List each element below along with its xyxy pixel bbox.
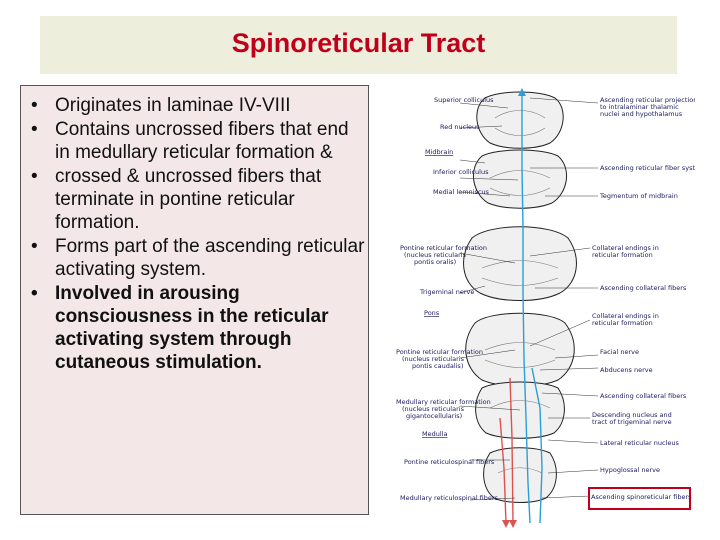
label-arp-2: to intralaminar thalamic bbox=[600, 103, 679, 111]
bullet-text: crossed & uncrossed fibers that terminat… bbox=[55, 166, 322, 233]
bullet-dot: • bbox=[31, 119, 38, 140]
label-medullary-rf-b: (nucleus reticularis bbox=[402, 405, 465, 413]
label-collateral-1: Collateral endings in bbox=[592, 244, 659, 252]
label-pontine-rf-2: Pontine reticular formation bbox=[396, 348, 483, 356]
label-pontine-reticulospinal: Pontine reticulospinal fibers bbox=[404, 458, 495, 466]
section-pons-upper bbox=[463, 226, 577, 301]
label-ascending-spinoreticular: Ascending spinoreticular fibers bbox=[591, 493, 692, 501]
bullet-dot: • bbox=[31, 236, 38, 257]
label-superior-colliculus: Superior colliculus bbox=[434, 96, 494, 104]
label-arp-1: Ascending reticular projections bbox=[600, 96, 695, 104]
descending-tracts bbox=[499, 377, 514, 524]
section-midbrain-upper bbox=[476, 91, 564, 149]
section-medulla-upper bbox=[475, 381, 565, 439]
bullet-dot: • bbox=[31, 95, 38, 116]
leader-lines bbox=[459, 97, 599, 501]
label-descending-1: Descending nucleus and bbox=[592, 411, 672, 419]
label-pontine-rf-2c: pontis caudalis) bbox=[412, 362, 463, 370]
label-collateral-1b: reticular formation bbox=[592, 251, 653, 259]
section-details bbox=[481, 110, 559, 474]
label-midbrain: Midbrain bbox=[425, 148, 453, 156]
bullet-dot: • bbox=[31, 166, 38, 187]
right-labels: Ascending reticular projections to intra… bbox=[591, 96, 695, 501]
bullet-item: • Contains uncrossed fibers that end in m… bbox=[29, 118, 365, 164]
label-abducens-nerve: Abducens nerve bbox=[600, 366, 653, 374]
tract-arrows bbox=[502, 88, 526, 528]
left-labels: Superior colliculus Red nucleus Midbrain… bbox=[396, 96, 499, 502]
label-ascending-collateral-2: Ascending collateral fibers bbox=[600, 392, 687, 400]
label-trigeminal-nerve: Trigeminal nerve bbox=[419, 288, 474, 296]
label-medullary-rf-c: gigantocellularis) bbox=[406, 412, 462, 420]
label-facial-nerve: Facial nerve bbox=[600, 348, 639, 356]
spinoreticular-tract-diagram: Superior colliculus Red nucleus Midbrain… bbox=[396, 88, 695, 528]
label-ascending-collateral-1: Ascending collateral fibers bbox=[600, 284, 687, 292]
label-pontine-rf-1c: pontis oralis) bbox=[414, 258, 456, 266]
label-red-nucleus: Red nucleus bbox=[440, 123, 480, 131]
bullet-text-box: • Originates in laminae IV-VIII • Contains … bbox=[20, 85, 369, 515]
slide-title: Spinoreticular Tract bbox=[231, 28, 486, 58]
label-medullary-rf: Medullary reticular formation bbox=[396, 398, 491, 406]
section-midbrain-lower bbox=[473, 149, 567, 209]
label-pons: Pons bbox=[424, 309, 440, 317]
label-descending-2: tract of trigeminal nerve bbox=[592, 418, 672, 426]
label-pontine-rf-1b: (nucleus reticularis bbox=[404, 251, 467, 259]
label-inferior-colliculus: Inferior colliculus bbox=[433, 168, 489, 176]
bullet-text: Contains uncrossed fibers that end in me… bbox=[55, 119, 349, 163]
label-medulla: Medulla bbox=[422, 430, 447, 438]
bullet-dot: • bbox=[31, 283, 38, 304]
label-pontine-rf-1: Pontine reticular formation bbox=[400, 244, 487, 252]
label-ascending-reticular-fiber-system: Ascending reticular fiber system bbox=[600, 164, 695, 172]
bullet-item: • Involved in arousing consciousness in t… bbox=[29, 282, 365, 374]
bullet-item: • Originates in laminae IV-VIII bbox=[29, 94, 365, 117]
label-arp-3: nuclei and hypothalamus bbox=[600, 110, 683, 118]
label-medial-lemniscus: Medial lemniscus bbox=[433, 188, 490, 196]
label-tegmentum: Tegmentum of midbrain bbox=[599, 192, 678, 200]
bullet-text: Forms part of the ascending reticular ac… bbox=[55, 236, 365, 280]
bullet-text: Originates in laminae IV-VIII bbox=[55, 95, 291, 116]
label-hypoglossal-nerve: Hypoglossal nerve bbox=[600, 466, 660, 474]
label-lateral-reticular-nucleus: Lateral reticular nucleus bbox=[600, 439, 680, 447]
bullet-item: • crossed & uncrossed fibers that termina… bbox=[29, 165, 365, 234]
ascending-tracts bbox=[521, 93, 543, 524]
label-collateral-2b: reticular formation bbox=[592, 319, 653, 327]
label-pontine-rf-2b: (nucleus reticularis bbox=[402, 355, 465, 363]
section-pons-lower bbox=[465, 312, 575, 387]
label-collateral-2: Collateral endings in bbox=[592, 312, 659, 320]
highlight-box bbox=[588, 487, 691, 510]
bullet-list: • Originates in laminae IV-VIII • Contains … bbox=[29, 94, 365, 375]
label-medullary-reticulospinal: Medullary reticulospinal fibers bbox=[400, 494, 499, 502]
bullet-item: • Forms part of the ascending reticular a… bbox=[29, 235, 365, 281]
bullet-text: Involved in arousing consciousness in th… bbox=[55, 283, 329, 373]
title-bar: Spinoreticular Tract bbox=[40, 16, 677, 74]
